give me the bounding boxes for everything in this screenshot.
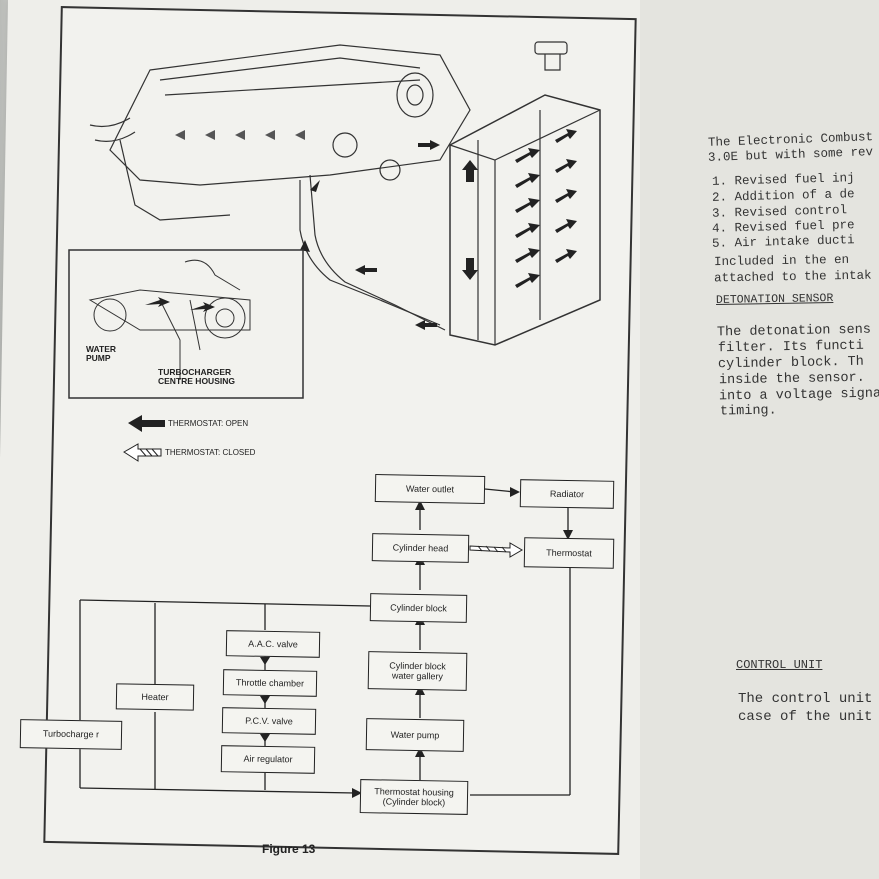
- box-water-outlet: Water outlet: [374, 474, 486, 504]
- right-page: [640, 0, 879, 879]
- cu-line-2: case of the unit: [738, 709, 873, 725]
- legend-open-label: THERMOSTAT: OPEN: [168, 419, 249, 428]
- box-radiator: Radiator: [519, 479, 615, 509]
- box-pcv-valve: P.C.V. valve: [221, 707, 317, 735]
- box-thermostat-housing: Thermostat housing (Cylinder block): [359, 779, 469, 815]
- box-air-regulator: Air regulator: [220, 745, 316, 774]
- box-turbocharger: Turbocharge r: [19, 719, 123, 750]
- box-throttle-chamber: Throttle chamber: [222, 669, 318, 697]
- legend-closed-label: THERMOSTAT: CLOSED: [165, 448, 256, 457]
- box-thermostat: Thermostat: [523, 537, 615, 569]
- legend-open-arrow: [128, 415, 165, 432]
- inset-water-pump-label: WATER PUMP: [86, 344, 117, 364]
- box-heater: Heater: [115, 683, 195, 711]
- legend-closed-arrow: [123, 443, 162, 462]
- box-cylinder-head: Cylinder head: [371, 533, 470, 563]
- box-cylinder-block: Cylinder block: [369, 593, 468, 623]
- box-aac-valve: A.A.C. valve: [225, 630, 321, 658]
- inset-frame: [68, 249, 304, 399]
- closed-flow-arrow: [469, 542, 523, 558]
- control-unit-heading: CONTROL UNIT: [736, 658, 823, 672]
- figure-caption: Figure 13: [262, 842, 316, 856]
- cu-line-1: The control unit: [738, 691, 873, 707]
- box-water-pump: Water pump: [365, 718, 465, 752]
- box-cylinder-block-gallery: Cylinder block water gallery: [367, 651, 468, 691]
- inset-turbo-label: TURBOCHARGER CENTRE HOUSING: [158, 367, 235, 387]
